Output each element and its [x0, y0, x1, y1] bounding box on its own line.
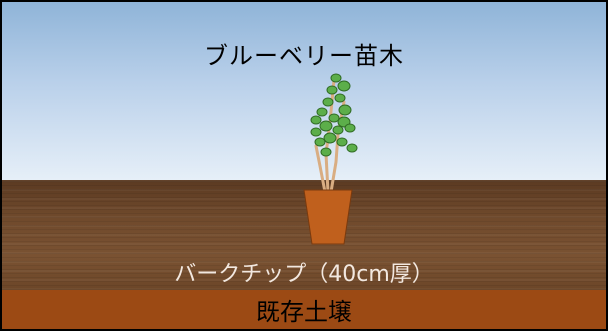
existing-soil-layer — [2, 290, 606, 329]
existing-soil-label: 既存土壌 — [256, 298, 352, 326]
blueberry-seedling-icon — [303, 73, 358, 245]
plant-pot-icon — [303, 189, 353, 245]
sky-background — [2, 2, 606, 180]
seedling-title: ブルーベリー苗木 — [204, 42, 404, 70]
seedling-leaves — [310, 73, 358, 157]
bark-chip-label: バークチップ（40cm厚） — [174, 262, 434, 287]
bark-chip-layer — [2, 180, 606, 290]
